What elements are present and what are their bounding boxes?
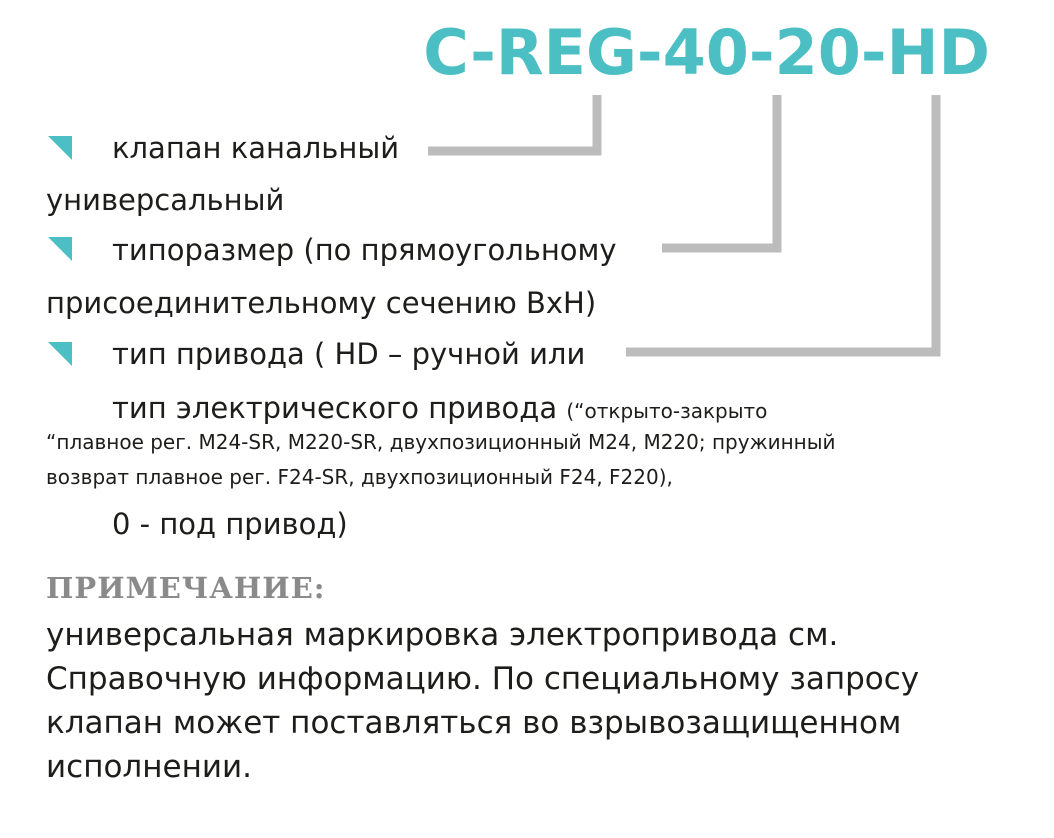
item-3-line-3: “плавное рег. M24-SR, M220-SR, двухпозиц…: [46, 430, 836, 454]
connector-line-size: [662, 95, 782, 253]
item-2-line-2: присоединительному сечению BxH): [46, 286, 597, 320]
note-line-4: исполнении.: [46, 749, 252, 785]
triangle-bullet-icon: [48, 237, 72, 261]
note-line-2: Справочную информацию. По специальному з…: [46, 661, 920, 697]
note-title: ПРИМЕЧАНИЕ:: [46, 571, 326, 605]
item-3-line-5: 0 - под привод): [112, 507, 348, 541]
item-1-line-2: универсальный: [46, 183, 285, 217]
note-line-3: клапан может поставляться во взрывозащищ…: [46, 705, 902, 741]
note-line-1: универсальная маркировка электропривода …: [46, 617, 839, 653]
item-3-line-2: тип электрического привода (“открыто-зак…: [112, 394, 767, 423]
item-3-line-2-small: (“открыто-закрыто: [566, 399, 768, 423]
triangle-bullet-icon: [48, 136, 72, 160]
item-2-line-1: типоразмер (по прямоугольному: [112, 233, 617, 267]
item-3-line-2-main: тип электрического привода: [112, 391, 558, 425]
connector-line-valve-type: [428, 95, 602, 156]
item-3-line-1: тип привода ( HD – ручной или: [112, 337, 586, 371]
item-1-line-1: клапан канальный: [112, 131, 400, 165]
item-3-line-4: возврат плавное рег. F24-SR, двухпозицио…: [46, 465, 673, 489]
model-code: C-REG-40-20-HD: [423, 16, 990, 89]
connector-line-drive-type: [626, 95, 941, 357]
triangle-bullet-icon: [48, 342, 72, 366]
